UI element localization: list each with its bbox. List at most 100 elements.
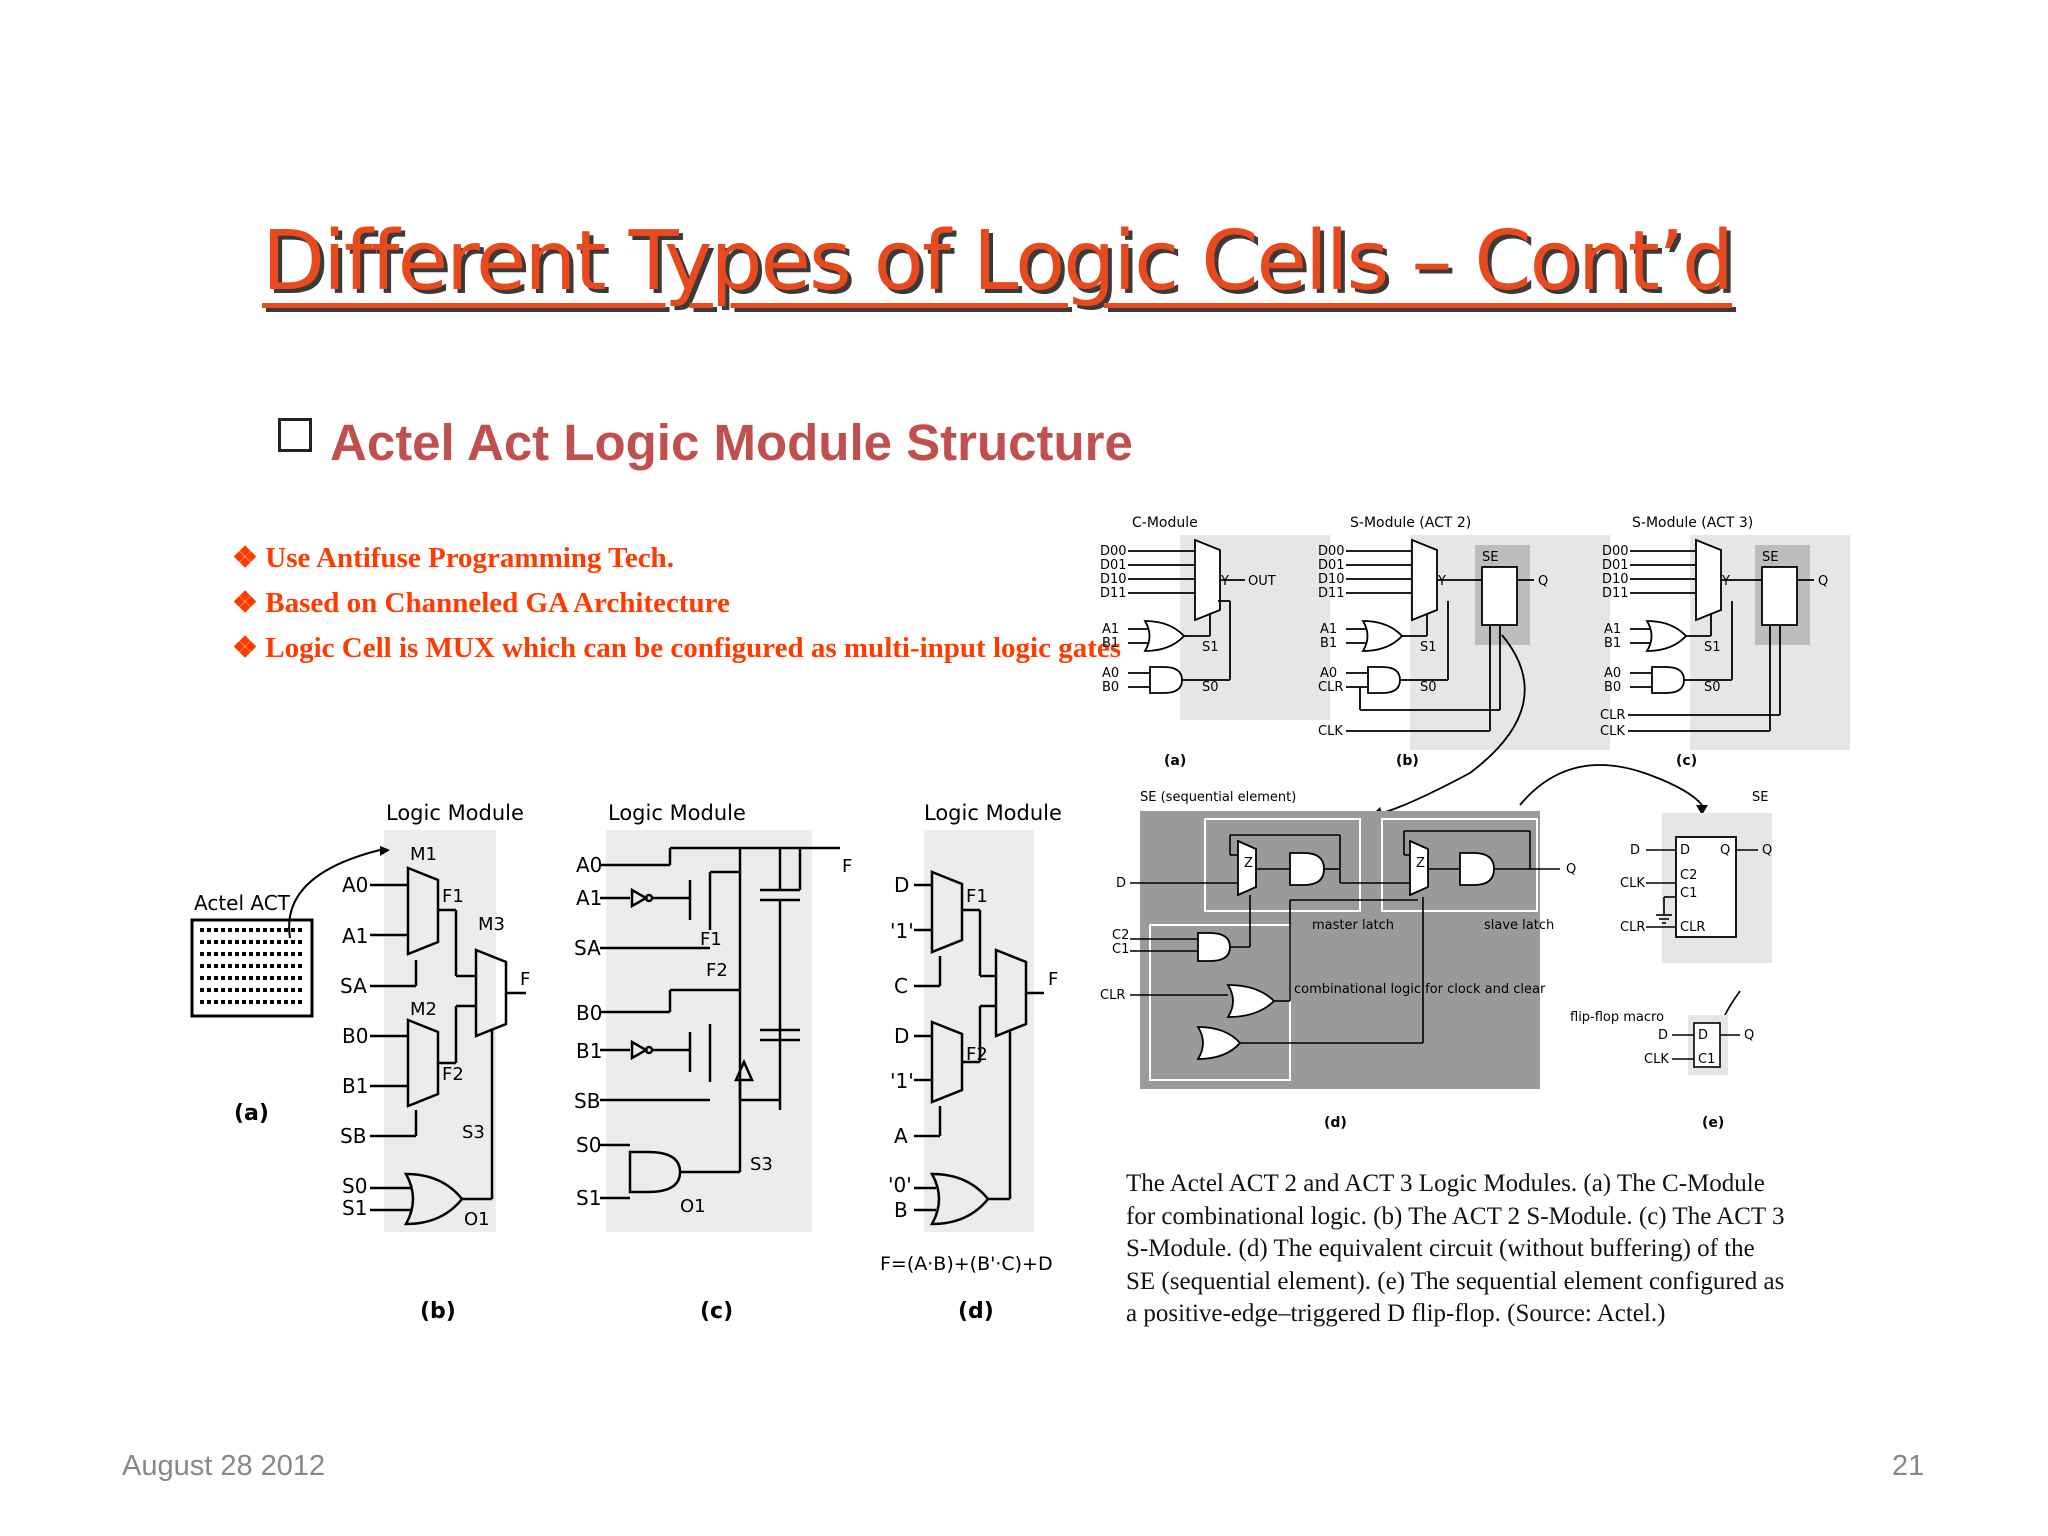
svg-text:D00: D00 bbox=[1318, 544, 1345, 559]
and-gate-c bbox=[628, 1150, 682, 1194]
svg-text:D: D bbox=[1630, 843, 1640, 858]
svg-text:CLR: CLR bbox=[1318, 680, 1343, 695]
svg-text:D01: D01 bbox=[1318, 558, 1345, 573]
svg-text:A0: A0 bbox=[1102, 666, 1119, 681]
svg-text:Q: Q bbox=[1720, 843, 1730, 858]
panel-b-title: Logic Module bbox=[386, 801, 524, 825]
panel-d-equation: F=(A·B)+(B'·C)+D bbox=[880, 1253, 1053, 1275]
svg-text:D11: D11 bbox=[1100, 586, 1127, 601]
svg-text:CLK: CLK bbox=[1644, 1052, 1669, 1067]
svg-text:SE: SE bbox=[1482, 550, 1498, 565]
svg-text:D: D bbox=[1680, 843, 1690, 858]
svg-text:B0: B0 bbox=[576, 1001, 602, 1025]
svg-text:D: D bbox=[894, 1024, 909, 1048]
flip-flop-macro-label: flip-flop macro bbox=[1570, 1010, 1664, 1025]
svg-text:(b): (b) bbox=[1396, 753, 1419, 769]
svg-text:M1: M1 bbox=[410, 844, 437, 865]
svg-text:D00: D00 bbox=[1100, 544, 1127, 559]
inverter-c bbox=[734, 1058, 754, 1082]
svg-text:C1: C1 bbox=[1680, 886, 1697, 901]
panel-c-label: (c) bbox=[700, 1299, 733, 1324]
svg-text:D01: D01 bbox=[1100, 558, 1127, 573]
svg-text:CLR: CLR bbox=[1600, 708, 1625, 723]
bullet-antifuse: ❖ Use Antifuse Programming Tech. bbox=[232, 542, 674, 574]
se-title: SE (sequential element) bbox=[1140, 790, 1296, 805]
svg-text:D10: D10 bbox=[1100, 572, 1127, 587]
panel-c-inputs: A0 A1 SA B0 B1 SB S0 S1 bbox=[574, 853, 602, 1210]
svg-text:'1': '1' bbox=[890, 919, 914, 943]
s-module-act3: D00 D01 D10 D11 A1 B1 A0 B0 CLR CLK SE S… bbox=[1600, 538, 1828, 739]
panel-b-label: (b) bbox=[420, 1299, 456, 1324]
svg-text:CLK: CLK bbox=[1318, 724, 1343, 739]
svg-text:C-Module: C-Module bbox=[1132, 515, 1198, 531]
c-module: D00 D01 D10 D11 A1 B1 A0 B0 S1 S0 Y OUT bbox=[1100, 538, 1276, 695]
svg-text:C2: C2 bbox=[1112, 928, 1129, 943]
svg-text:S3: S3 bbox=[750, 1154, 773, 1175]
svg-text:B0: B0 bbox=[342, 1024, 368, 1048]
svg-text:D00: D00 bbox=[1602, 544, 1629, 559]
panel-d-label: (d) bbox=[958, 1299, 994, 1324]
svg-text:OUT: OUT bbox=[1248, 574, 1276, 589]
svg-text:F2: F2 bbox=[706, 960, 728, 981]
svg-text:SA: SA bbox=[574, 936, 601, 960]
svg-text:S1: S1 bbox=[576, 1186, 601, 1210]
svg-text:(d): (d) bbox=[1324, 1115, 1347, 1131]
svg-text:A1: A1 bbox=[1320, 622, 1337, 637]
svg-text:CLR: CLR bbox=[1100, 988, 1125, 1003]
svg-text:SB: SB bbox=[340, 1124, 366, 1148]
svg-text:O1: O1 bbox=[680, 1196, 706, 1217]
svg-text:F2: F2 bbox=[966, 1044, 988, 1065]
svg-text:Y: Y bbox=[1437, 574, 1446, 589]
svg-text:D10: D10 bbox=[1318, 572, 1345, 587]
svg-text:CLK: CLK bbox=[1620, 876, 1645, 891]
svg-text:S1: S1 bbox=[1202, 640, 1219, 655]
svg-text:B0: B0 bbox=[1102, 680, 1119, 695]
svg-text:F1: F1 bbox=[966, 886, 988, 907]
master-latch-label: master latch bbox=[1312, 918, 1394, 933]
svg-text:S1: S1 bbox=[342, 1196, 367, 1220]
svg-text:F1: F1 bbox=[700, 929, 722, 950]
svg-text:'0': '0' bbox=[888, 1173, 912, 1197]
bullet-channeled-ga: ❖ Based on Channeled GA Architecture bbox=[232, 587, 730, 619]
svg-text:CLR: CLR bbox=[1680, 920, 1705, 935]
panel-b-inputs: A0 A1 SA B0 B1 SB S0 S1 bbox=[340, 873, 368, 1220]
panel-a-label: (a) bbox=[234, 1101, 269, 1126]
svg-text:(c): (c) bbox=[1676, 753, 1697, 769]
svg-text:Q: Q bbox=[1818, 574, 1828, 589]
panel-d-inputs: D '1' C D '1' A '0' B bbox=[888, 873, 914, 1222]
svg-text:S0: S0 bbox=[1704, 680, 1721, 695]
svg-text:C: C bbox=[894, 974, 908, 998]
figure-caption: The Actel ACT 2 and ACT 3 Logic Modules.… bbox=[1126, 1170, 1785, 1327]
svg-text:D11: D11 bbox=[1318, 586, 1345, 601]
svg-text:M2: M2 bbox=[410, 999, 437, 1020]
mux-m3 bbox=[474, 948, 508, 1038]
svg-text:Z: Z bbox=[1244, 856, 1253, 871]
svg-text:A0: A0 bbox=[1320, 666, 1337, 681]
svg-text:B1: B1 bbox=[576, 1039, 602, 1063]
svg-text:D10: D10 bbox=[1602, 572, 1629, 587]
svg-text:S0: S0 bbox=[1202, 680, 1219, 695]
svg-text:D: D bbox=[1658, 1028, 1668, 1043]
mux-m1 bbox=[406, 866, 440, 956]
svg-text:D: D bbox=[1116, 876, 1126, 891]
svg-text:S3: S3 bbox=[462, 1122, 485, 1143]
svg-text:Q: Q bbox=[1762, 843, 1772, 858]
svg-text:F: F bbox=[1048, 969, 1058, 990]
svg-text:(a): (a) bbox=[1164, 753, 1186, 769]
svg-text:Z: Z bbox=[1416, 856, 1425, 871]
footer-date: August 28 2012 bbox=[122, 1450, 326, 1482]
bullet-mux-logic-cell: ❖ Logic Cell is MUX which can be configu… bbox=[232, 632, 1122, 664]
svg-text:Q: Q bbox=[1744, 1028, 1754, 1043]
slide-subtitle: Actel Act Logic Module Structure bbox=[278, 413, 1133, 472]
svg-text:Y: Y bbox=[1721, 574, 1730, 589]
svg-text:SE: SE bbox=[1762, 550, 1778, 565]
mux-m2 bbox=[406, 1018, 440, 1108]
svg-text:A: A bbox=[894, 1124, 908, 1148]
svg-text:S-Module (ACT 2): S-Module (ACT 2) bbox=[1350, 515, 1471, 531]
svg-text:A0: A0 bbox=[342, 873, 368, 897]
or-gate-b bbox=[403, 1172, 464, 1226]
svg-text:C2: C2 bbox=[1680, 868, 1697, 883]
panel-d-title: Logic Module bbox=[924, 801, 1062, 825]
panel-b-background bbox=[384, 830, 496, 1232]
svg-text:A1: A1 bbox=[1102, 622, 1119, 637]
